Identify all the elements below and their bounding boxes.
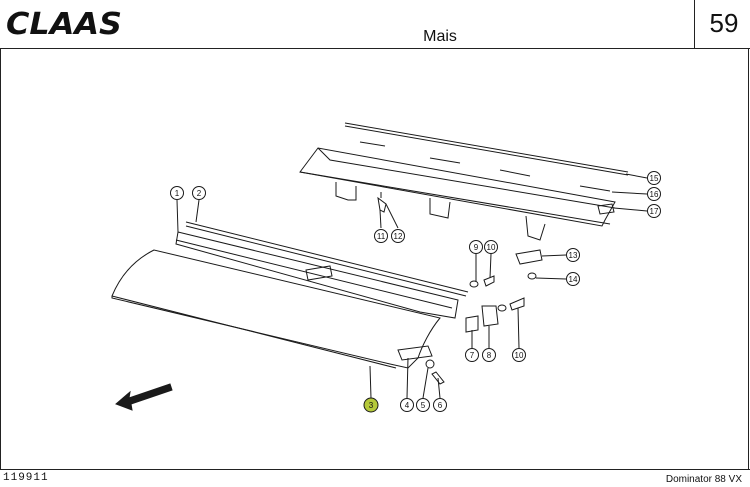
callout-15: 15 <box>647 171 661 185</box>
part-bolt-5 <box>425 359 435 369</box>
frame-left-border <box>0 48 1 470</box>
frame-right-border <box>748 48 749 470</box>
svg-text:6: 6 <box>438 401 443 410</box>
svg-text:2: 2 <box>197 189 202 198</box>
svg-text:9: 9 <box>474 243 479 252</box>
callout-4: 4 <box>400 398 414 412</box>
part-bolt-10a <box>483 275 495 287</box>
svg-text:10: 10 <box>487 243 496 252</box>
callout-11: 11 <box>374 229 388 243</box>
page-number-divider <box>694 0 695 48</box>
callout-12: 12 <box>391 229 405 243</box>
callout-1: 1 <box>170 186 184 200</box>
claas-logo: CLAAS <box>6 7 122 40</box>
svg-text:15: 15 <box>650 174 659 183</box>
svg-text:16: 16 <box>650 190 659 199</box>
part-plate-7 <box>465 315 479 333</box>
part-bracket-3 <box>525 215 546 241</box>
svg-text:17: 17 <box>650 207 659 216</box>
svg-text:10: 10 <box>515 351 524 360</box>
callout-10-upper: 10 <box>484 240 498 254</box>
part-bracket-2 <box>429 198 451 219</box>
part-lower-bar <box>397 345 433 361</box>
model-name: Dominator 88 VX <box>665 474 742 485</box>
part-rail-front <box>175 231 459 319</box>
svg-text:3: 3 <box>369 401 374 410</box>
callout-13: 13 <box>566 248 580 262</box>
page-number: 59 <box>709 8 739 38</box>
svg-text:13: 13 <box>569 251 578 260</box>
part-nut-14 <box>527 272 537 280</box>
callout-14: 14 <box>566 272 580 286</box>
callout-9: 9 <box>469 240 483 254</box>
callout-2: 2 <box>192 186 206 200</box>
part-bracket-1 <box>335 182 357 201</box>
callout-10-lower: 10 <box>512 348 526 362</box>
callout-6: 6 <box>433 398 447 412</box>
svg-text:8: 8 <box>487 351 492 360</box>
svg-text:4: 4 <box>405 401 410 410</box>
header-divider <box>0 48 750 49</box>
part-washer-9 <box>469 280 479 288</box>
svg-text:1: 1 <box>175 189 180 198</box>
document-number: 119911 <box>3 472 49 484</box>
callout-3: 3 <box>363 397 379 413</box>
part-washer-10b <box>497 304 507 312</box>
part-trough-back <box>299 147 616 227</box>
part-clip-13 <box>515 249 543 265</box>
callout-17: 17 <box>647 204 661 218</box>
frame-bottom-border <box>0 469 750 470</box>
callout-7: 7 <box>465 348 479 362</box>
callout-16: 16 <box>647 187 661 201</box>
callout-8: 8 <box>482 348 496 362</box>
part-cover-plate <box>111 249 441 369</box>
svg-text:14: 14 <box>569 275 578 284</box>
claas-logo-text: CLAAS <box>6 7 122 40</box>
callout-markers: 1 2 3 4 5 6 7 8 9 10 10 11 12 13 14 15 1… <box>170 171 661 413</box>
part-hinge-8 <box>481 305 499 327</box>
svg-text:5: 5 <box>421 401 426 410</box>
part-bolt-10b <box>509 297 525 311</box>
part-bolt-6 <box>431 371 445 385</box>
svg-text:11: 11 <box>377 232 386 241</box>
direction-arrow <box>115 383 173 411</box>
svg-text:12: 12 <box>394 232 403 241</box>
svg-text:7: 7 <box>470 351 475 360</box>
part-rod-front <box>185 221 469 293</box>
callout-5: 5 <box>416 398 430 412</box>
page-title: Mais <box>423 28 457 45</box>
part-screw-11 <box>377 196 387 213</box>
part-rod-back <box>344 122 629 173</box>
